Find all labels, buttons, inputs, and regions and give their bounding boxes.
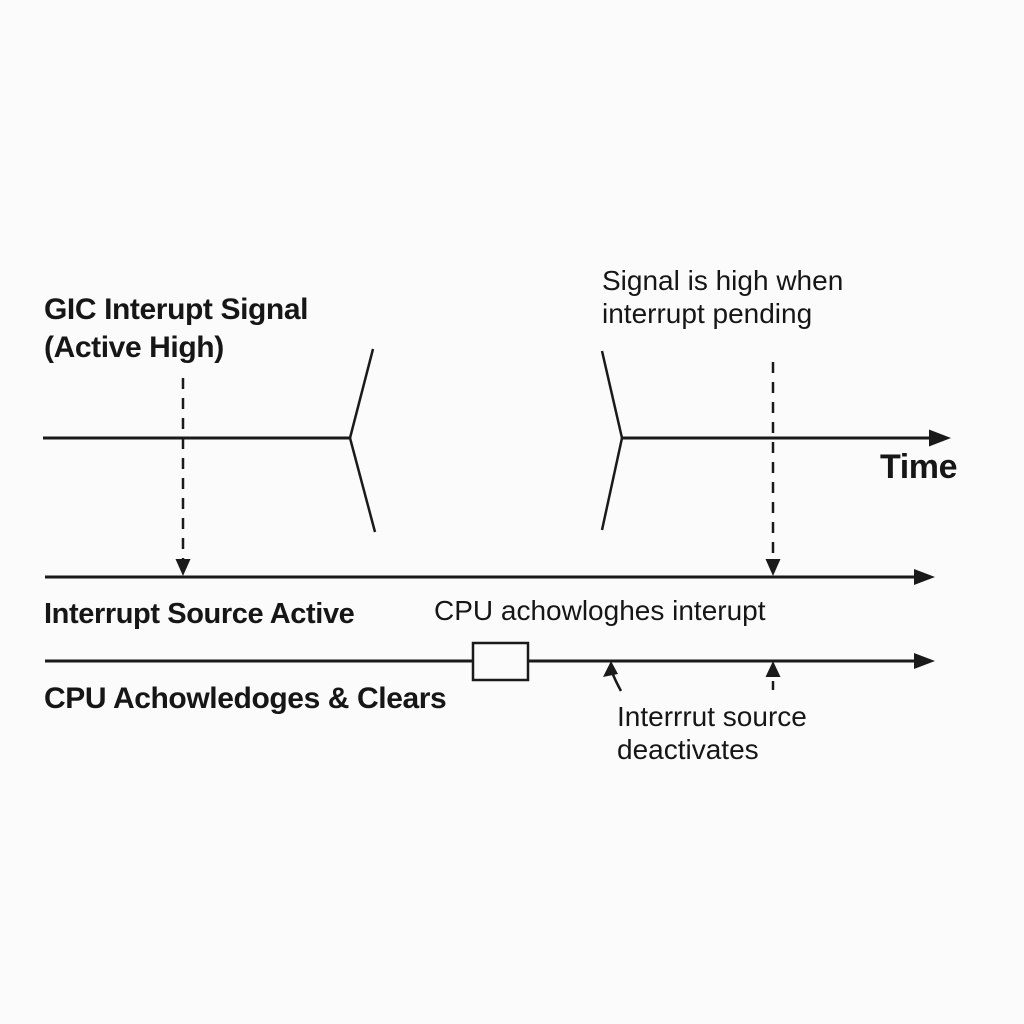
signal-break-close-lower <box>600 437 624 531</box>
signal-break-close-upper <box>600 350 624 439</box>
gic-signal-title: GIC Interupt Signal (Active High) <box>44 293 309 364</box>
up-arrowhead-icon <box>765 661 781 677</box>
signal-break-open-upper <box>348 348 375 439</box>
up-arrow-callout-1 <box>603 661 623 692</box>
interrupt-source-timeline <box>45 569 935 585</box>
ack-pulse-box <box>471 641 530 682</box>
down-arrowhead-icon <box>175 559 191 576</box>
gic-signal-timeline <box>43 348 951 533</box>
right-arrowhead-icon <box>914 569 935 585</box>
up-arrow-callout-2 <box>765 661 781 690</box>
time-axis-arrowhead-icon <box>929 429 951 447</box>
dashed-arrow-activation <box>175 378 191 576</box>
interrupt-source-active-label: Interrupt Source Active <box>44 598 355 630</box>
pending-annotation: Signal is high when interrupt pending <box>602 265 844 329</box>
down-arrowhead-icon <box>765 559 781 576</box>
up-arrowhead-icon <box>603 661 618 677</box>
signal-break-open-lower <box>348 437 377 533</box>
source-deactivates-annotation: Interrrut source deactivates <box>617 701 807 765</box>
cpu-ack-clears-label: CPU Achowledoges & Clears <box>44 682 447 715</box>
cpu-ack-timeline <box>45 641 935 682</box>
right-arrowhead-icon <box>914 653 935 669</box>
cpu-acknowledge-annotation: CPU achowloghes interupt <box>434 595 766 626</box>
dashed-arrow-deactivation <box>765 362 781 576</box>
time-axis-label: Time <box>880 448 958 486</box>
